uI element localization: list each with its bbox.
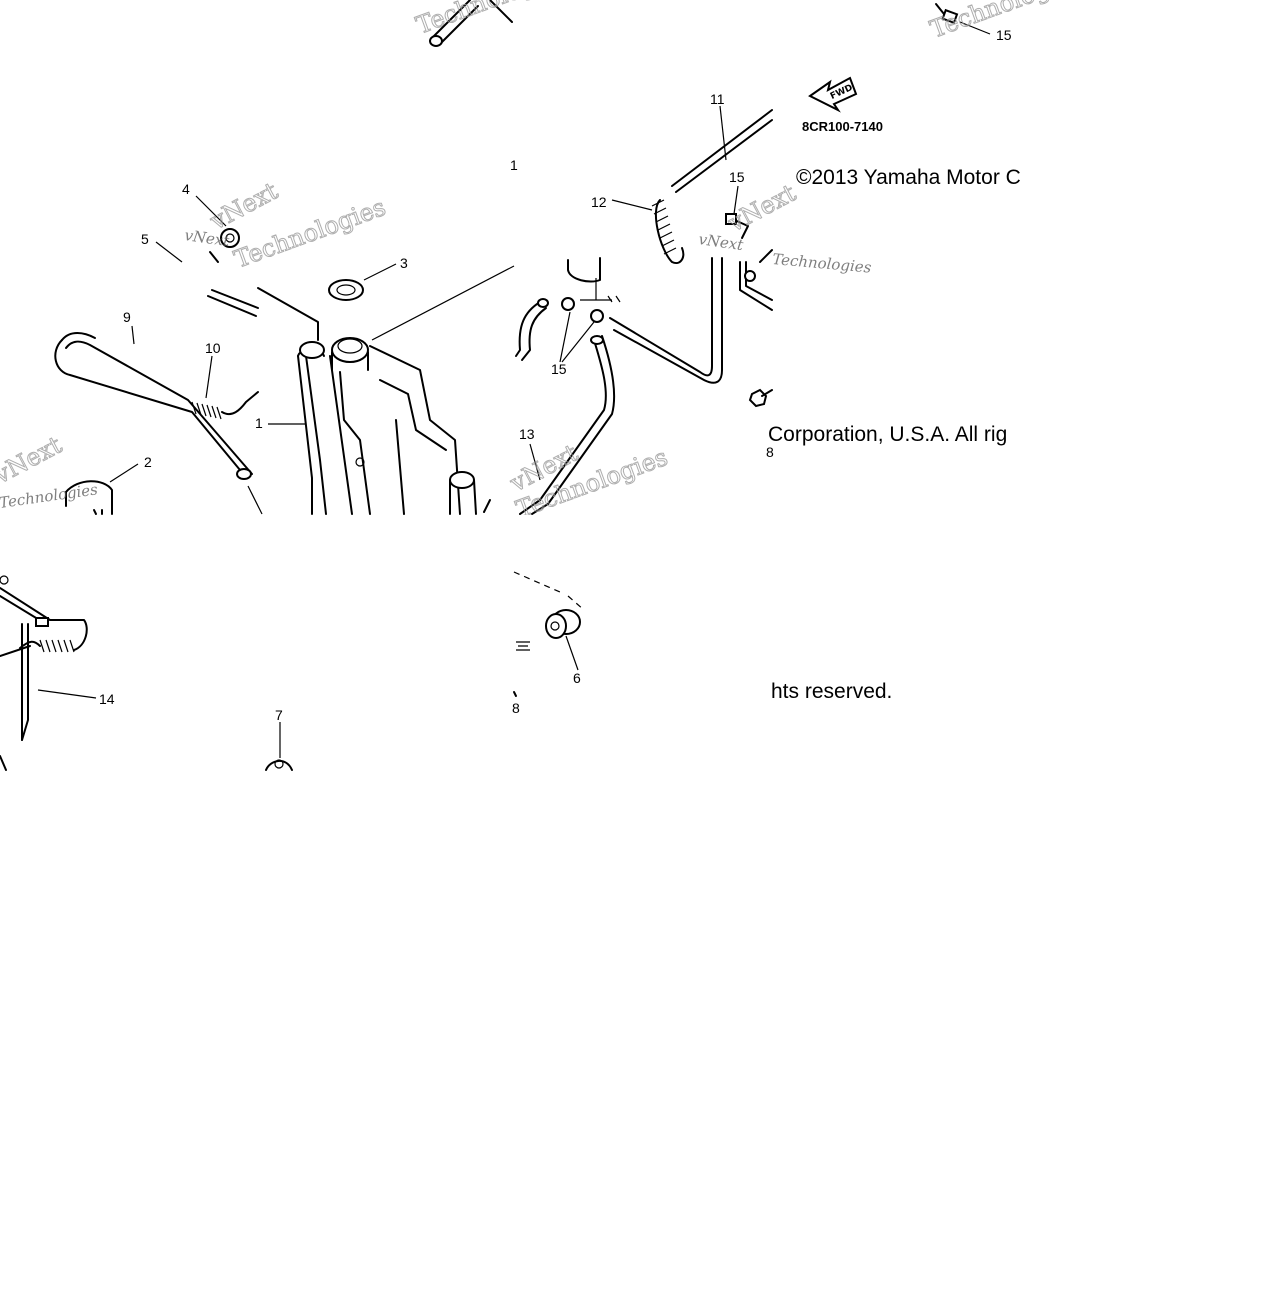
watermark-brand: vNext: [205, 177, 283, 236]
tile-top-left: [54, 0, 515, 515]
part-4: [220, 228, 240, 248]
copyright-line-2: Corporation, U.S.A. All rig: [768, 423, 1007, 446]
tank: [567, 257, 723, 384]
copyright-line-3: hts reserved.: [771, 680, 892, 703]
spring-10: [191, 391, 259, 420]
leader-lines: [37, 21, 991, 758]
clamp-15: [561, 297, 575, 311]
fwd-arrow-icon: FWD: [808, 76, 858, 113]
callout-3: 3: [400, 255, 408, 271]
rod-11: [671, 109, 773, 187]
callout-labels: 1 2 3 4 5 6 7 8 9 10 11 12 13 14 15 15 1…: [99, 27, 1012, 723]
part-1-bracket: [297, 337, 491, 515]
callout-12: 12: [591, 194, 607, 210]
hose-9: [54, 339, 241, 471]
callout-15: 15: [996, 27, 1012, 43]
part-7: [265, 759, 293, 771]
callout-1-fragment: 1: [510, 157, 518, 173]
watermark-word: Technologies: [772, 250, 873, 277]
callout-2: 2: [144, 454, 152, 470]
callout-8-fragment: 8: [766, 444, 774, 460]
callout-8: 8: [512, 700, 520, 716]
tile-middle-left: [0, 575, 293, 771]
callout-11: 11: [710, 91, 725, 107]
callout-15: 15: [729, 169, 745, 185]
tile-top-middle: [515, 109, 773, 515]
part-3-washer: [328, 279, 364, 301]
misc-fragments: [93, 213, 749, 515]
hose-13: [519, 339, 607, 515]
grommet-6: [545, 609, 581, 639]
watermark-word: Technologies: [412, 0, 571, 40]
tile-seams: [0, 515, 772, 563]
callout-10: 10: [205, 340, 221, 356]
pipe-14: [0, 575, 88, 741]
callout-14: 14: [99, 691, 115, 707]
part-2: [65, 480, 113, 515]
callout-13: 13: [519, 426, 535, 442]
clamp-15: [590, 309, 604, 323]
callout-1: 1: [255, 415, 263, 431]
callout-5: 5: [141, 231, 149, 247]
bolt-8: [748, 388, 773, 408]
callout-6: 6: [573, 670, 581, 686]
tile-middle: [513, 571, 585, 697]
part-code: 8CR100-7140: [802, 119, 883, 134]
pipe-end: [429, 35, 443, 47]
spring-12: [651, 199, 685, 264]
callout-15: 15: [551, 361, 567, 377]
callout-7: 7: [275, 707, 283, 723]
tile-top-right: FWD: [739, 3, 959, 408]
watermark-brand: vNext: [723, 179, 801, 238]
callout-4: 4: [182, 181, 190, 197]
copyright-line-1: ©2013 Yamaha Motor C: [796, 166, 1021, 189]
watermark-word: Technologies: [0, 480, 99, 512]
clamp-15: [941, 8, 959, 25]
callout-9: 9: [123, 309, 131, 325]
watermark-brand: vNext: [0, 431, 67, 490]
